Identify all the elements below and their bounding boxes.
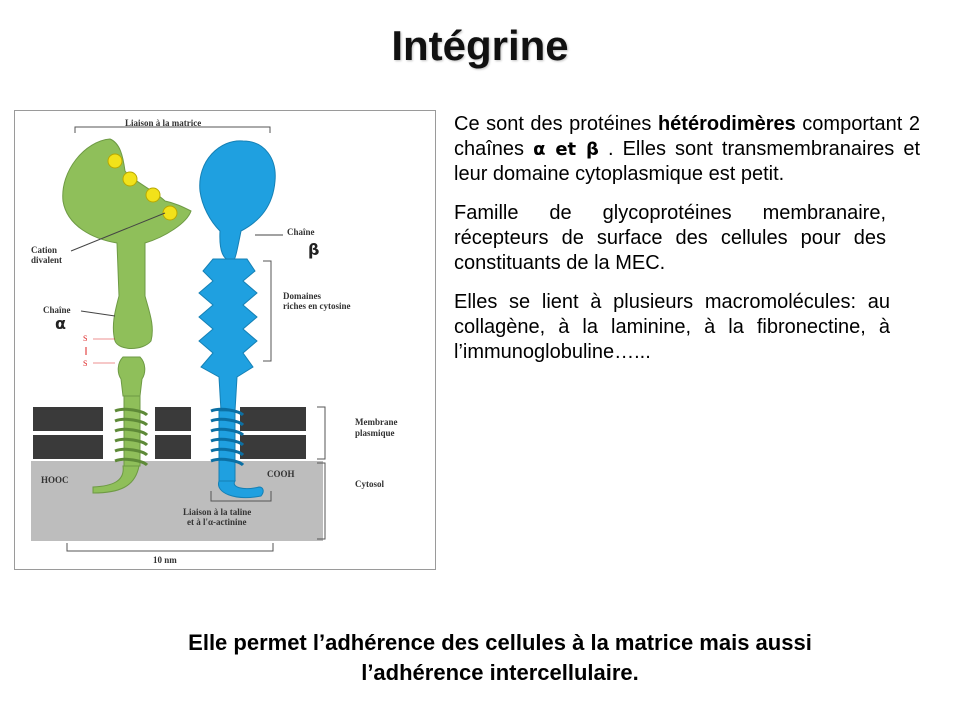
cytosol-region xyxy=(31,461,323,541)
label-hooc: HOOC xyxy=(41,475,69,485)
membrane-band xyxy=(33,407,306,459)
p1-greek: α et β xyxy=(533,139,599,160)
label-talin-2: et à l'α-actinine xyxy=(187,517,247,527)
label-s-top: S xyxy=(83,334,87,343)
label-membrane-2: plasmique xyxy=(355,428,395,438)
paragraph-family: Famille de glycoprotéines membranaire, r… xyxy=(454,202,886,274)
label-chain-alpha: Chaîne xyxy=(43,305,71,315)
label-cation-1: Cation xyxy=(31,245,57,255)
beta-chain xyxy=(198,140,276,498)
label-talin-1: Liaison à la taline xyxy=(183,507,251,517)
p1-text-a: Ce sont des protéines xyxy=(454,113,658,135)
footer-line-2: l’adhérence intercellulaire. xyxy=(361,660,639,685)
label-chain-beta: Chaîne xyxy=(287,227,315,237)
label-cooh: COOH xyxy=(267,469,295,479)
cation-circles xyxy=(107,153,178,221)
label-domains-1: Domaines xyxy=(283,291,321,301)
label-scale: 10 nm xyxy=(153,555,177,565)
slide-title: Intégrine xyxy=(391,22,569,69)
label-s-bottom: S xyxy=(83,359,87,368)
paragraph-definition: Ce sont des protéines hétérodimères comp… xyxy=(454,112,920,187)
footer-conclusion: Elle permet l’adhérence des cellules à l… xyxy=(0,628,960,688)
label-cytosol: Cytosol xyxy=(355,479,384,489)
p1-text-c: . Elles sont transmembranaires et leur d… xyxy=(454,138,920,185)
alpha-coils xyxy=(114,407,149,467)
greek-beta: β xyxy=(308,240,319,259)
label-domains-2: riches en cytosine xyxy=(283,301,351,311)
greek-alpha: α xyxy=(55,314,66,333)
description-column: Ce sont des protéines hétérodimères comp… xyxy=(454,112,920,379)
label-cation-2: divalent xyxy=(31,255,62,265)
p1-text-b: comportant 2 chaînes xyxy=(454,113,920,160)
p1-bold-term: hétérodimères xyxy=(657,113,796,135)
label-membrane-1: Membrane xyxy=(355,417,398,427)
footer-line-1: Elle permet l’adhérence des cellules à l… xyxy=(188,630,812,655)
beta-coils xyxy=(210,407,245,467)
paragraph-ligands: Elles se lient à plusieurs macromolécule… xyxy=(454,291,890,363)
label-matrix-binding: Liaison à la matrice xyxy=(125,118,201,128)
integrin-diagram: Liaison à la matrice xyxy=(14,110,436,570)
